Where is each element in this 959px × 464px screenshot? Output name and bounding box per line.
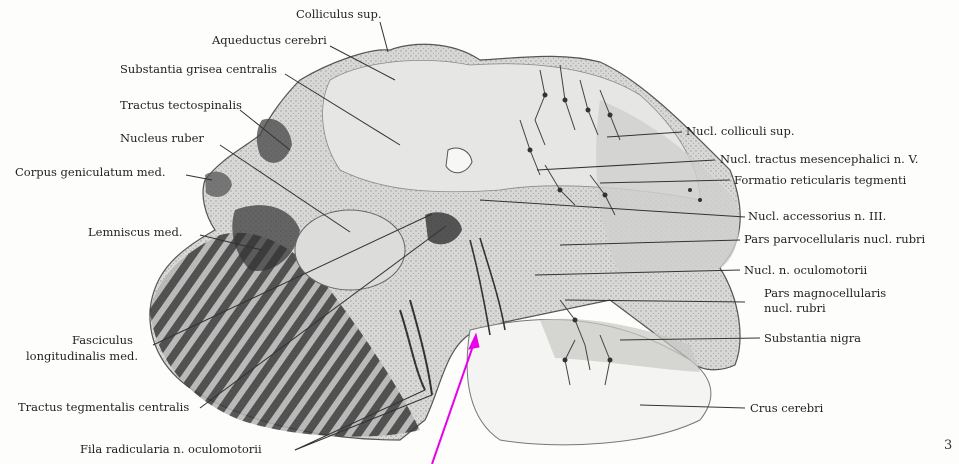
- label-colliculus-sup: Colliculus sup.: [296, 8, 382, 21]
- red-nucleus: [295, 210, 405, 290]
- label-pars-parvocellularis: Pars parvocellularis nucl. rubri: [744, 233, 925, 246]
- label-substantia-nigra: Substantia nigra: [764, 332, 861, 345]
- label-nucl-accessorius: Nucl. accessorius n. III.: [748, 210, 886, 223]
- label-tractus-tegmentalis-centralis: Tractus tegmentalis centralis: [18, 401, 189, 414]
- label-fasciculus-line2: longitudinalis med.: [26, 350, 138, 363]
- label-fila-radicularia: Fila radicularia n. oculomotorii: [80, 443, 262, 456]
- label-nucl-tractus-mesencephalici: Nucl. tractus mesencephalici n. V.: [720, 153, 918, 166]
- label-aqueductus-cerebri: Aqueductus cerebri: [212, 34, 327, 47]
- page-number: 3: [944, 438, 952, 453]
- label-nucl-n-oculomotorii: Nucl. n. oculomotorii: [744, 264, 867, 277]
- label-fasciculus-line1: Fasciculus: [72, 334, 133, 347]
- label-lemniscus-med: Lemniscus med.: [88, 226, 182, 239]
- label-nucleus-ruber: Nucleus ruber: [120, 132, 204, 145]
- label-tractus-tectospinalis: Tractus tectospinalis: [120, 99, 242, 112]
- label-corpus-geniculatum-med: Corpus geniculatum med.: [15, 166, 166, 179]
- label-formatio-reticularis: Formatio reticularis tegmenti: [734, 174, 906, 187]
- label-pars-magnocellularis-line1: Pars magnocellularis: [764, 287, 886, 300]
- label-crus-cerebri: Crus cerebri: [750, 402, 823, 415]
- label-substantia-grisea-centralis: Substantia grisea centralis: [120, 63, 277, 76]
- label-nucl-colliculi-sup: Nucl. colliculi sup.: [686, 125, 794, 138]
- label-pars-magnocellularis-line2: nucl. rubri: [764, 302, 826, 315]
